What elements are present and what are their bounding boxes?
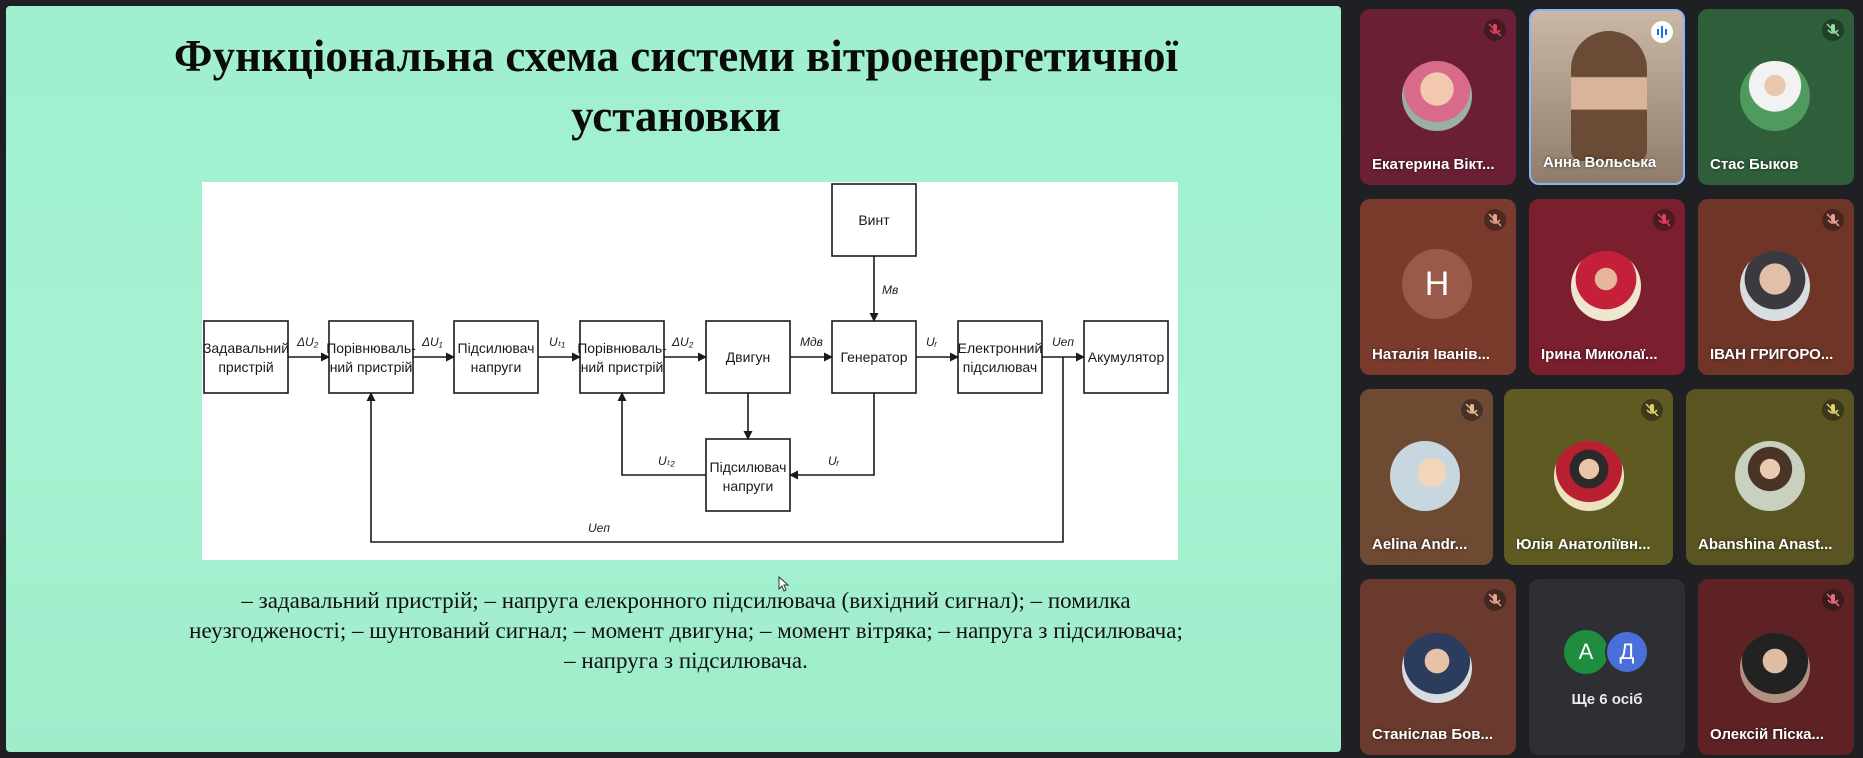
block-electronic-amplifier: Електронний підсилювач [957, 320, 1043, 394]
mic-off-icon [1822, 399, 1844, 421]
svg-text:ний пристрій: ний пристрій [330, 359, 413, 375]
svg-text:Uᵣ: Uᵣ [828, 454, 840, 468]
svg-text:напруги: напруги [471, 359, 522, 375]
participant-tile[interactable]: Юлія Анатоліївн... [1504, 389, 1673, 565]
participant-name: ІВАН ГРИГОРО... [1710, 346, 1834, 363]
avatar [1554, 441, 1624, 511]
participant-name: Анна Вольська [1543, 154, 1657, 171]
more-participants-tile[interactable]: А Д Ще 6 осіб [1529, 579, 1685, 755]
avatar [1740, 61, 1810, 131]
block-accumulator: Акумулятор [1083, 320, 1169, 394]
mic-off-icon [1484, 589, 1506, 611]
svg-text:Uₜ₂: Uₜ₂ [658, 454, 675, 468]
svg-text:ний пристрій: ний пристрій [581, 359, 664, 375]
participant-name: Abanshina Anast... [1698, 536, 1833, 553]
svg-text:Порівнюваль-: Порівнюваль- [326, 340, 416, 356]
mic-off-icon [1653, 209, 1675, 231]
svg-text:Порівнюваль-: Порівнюваль- [577, 340, 667, 356]
svg-text:Mдв: Mдв [800, 335, 823, 349]
participant-name: Екатерина Вікт... [1372, 156, 1495, 173]
more-participants-label: Ще 6 осіб [1571, 691, 1643, 708]
speaking-indicator-icon [1651, 21, 1673, 43]
participant-tile[interactable]: Ірина Миколаї... [1529, 199, 1685, 375]
mic-off-icon [1484, 209, 1506, 231]
participant-name: Наталія Іванів... [1372, 346, 1490, 363]
participant-name: Юлія Анатоліївн... [1516, 536, 1651, 553]
avatar-initial: Д [1605, 630, 1649, 674]
block-propeller: Винт [831, 183, 917, 257]
block-setter: Задавальний пристрій [203, 320, 289, 394]
block-generator: Генератор [831, 320, 917, 394]
participant-name: Стас Быков [1710, 156, 1799, 173]
participant-tile[interactable]: Н Наталія Іванів... [1360, 199, 1516, 375]
svg-text:пристрій: пристрій [218, 359, 273, 375]
svg-text:Uеп: Uеп [588, 521, 610, 535]
svg-text:Підсилювач: Підсилювач [458, 340, 535, 356]
participant-tile[interactable]: ІВАН ГРИГОРО... [1698, 199, 1854, 375]
participant-tile[interactable]: Олексій Піска... [1698, 579, 1854, 755]
avatar [1402, 633, 1472, 703]
slide-title: Функціональна схема системи вітроенергет… [173, 31, 1179, 141]
svg-text:Винт: Винт [858, 212, 890, 228]
block-motor: Двигун [705, 320, 791, 394]
mouse-cursor-icon [778, 576, 790, 592]
avatar-initial: А [1564, 630, 1608, 674]
participant-name: Ірина Миколаї... [1541, 346, 1658, 363]
participant-tile[interactable]: Aelina Andr... [1360, 389, 1493, 565]
block-voltage-amplifier-2: Підсилювач напруги [705, 438, 791, 512]
participant-tile-active-speaker[interactable]: Анна Вольська [1529, 9, 1685, 185]
participant-tile[interactable]: Станіслав Бов... [1360, 579, 1516, 755]
mic-off-icon [1484, 19, 1506, 41]
participant-tile[interactable]: Abanshina Anast... [1686, 389, 1854, 565]
svg-text:Двигун: Двигун [726, 349, 771, 365]
svg-text:Генератор: Генератор [840, 349, 907, 365]
avatar [1740, 251, 1810, 321]
mic-off-icon [1461, 399, 1483, 421]
svg-text:Електронний: Електронний [958, 340, 1043, 356]
participant-name: Олексій Піска... [1710, 726, 1824, 743]
participant-tile[interactable]: Екатерина Вікт... [1360, 9, 1516, 185]
block-comparator-2: Порівнюваль- ний пристрій [577, 320, 667, 394]
avatar [1740, 633, 1810, 703]
mic-off-icon [1641, 399, 1663, 421]
svg-text:ΔU₂: ΔU₂ [296, 335, 319, 349]
block-comparator-1: Порівнюваль- ний пристрій [326, 320, 416, 394]
avatar [1390, 441, 1460, 511]
block-voltage-amplifier-1: Підсилювач напруги [453, 320, 539, 394]
slide-caption: – задавальний пристрій; – напруга елекро… [189, 588, 1183, 673]
avatar [1571, 251, 1641, 321]
svg-text:підсилювач: підсилювач [963, 359, 1037, 375]
participant-tile[interactable]: Стас Быков [1698, 9, 1854, 185]
mic-off-icon [1822, 589, 1844, 611]
svg-text:Uᵣ: Uᵣ [926, 335, 938, 349]
svg-text:ΔU₁: ΔU₁ [421, 335, 443, 349]
svg-text:Mв: Mв [882, 283, 898, 297]
svg-text:напруги: напруги [723, 478, 774, 494]
presentation-slide: Функціональна схема системи вітроенергет… [6, 6, 1341, 752]
mic-off-icon [1822, 209, 1844, 231]
svg-text:Акумулятор: Акумулятор [1088, 349, 1165, 365]
svg-text:Uₜ₁: Uₜ₁ [549, 335, 565, 349]
functional-diagram: Задавальний пристрій Порівнюваль- ний пр… [202, 182, 1178, 560]
mic-off-icon [1822, 19, 1844, 41]
svg-text:Підсилювач: Підсилювач [710, 459, 787, 475]
svg-text:Uеп: Uеп [1052, 335, 1074, 349]
avatar [1735, 441, 1805, 511]
svg-text:ΔU₂: ΔU₂ [671, 335, 694, 349]
svg-text:Задавальний: Задавальний [203, 340, 289, 356]
avatar-initial: Н [1402, 249, 1472, 319]
participant-name: Станіслав Бов... [1372, 726, 1494, 743]
participant-name: Aelina Andr... [1372, 536, 1468, 553]
avatar [1402, 61, 1472, 131]
participant-video [1571, 31, 1647, 161]
